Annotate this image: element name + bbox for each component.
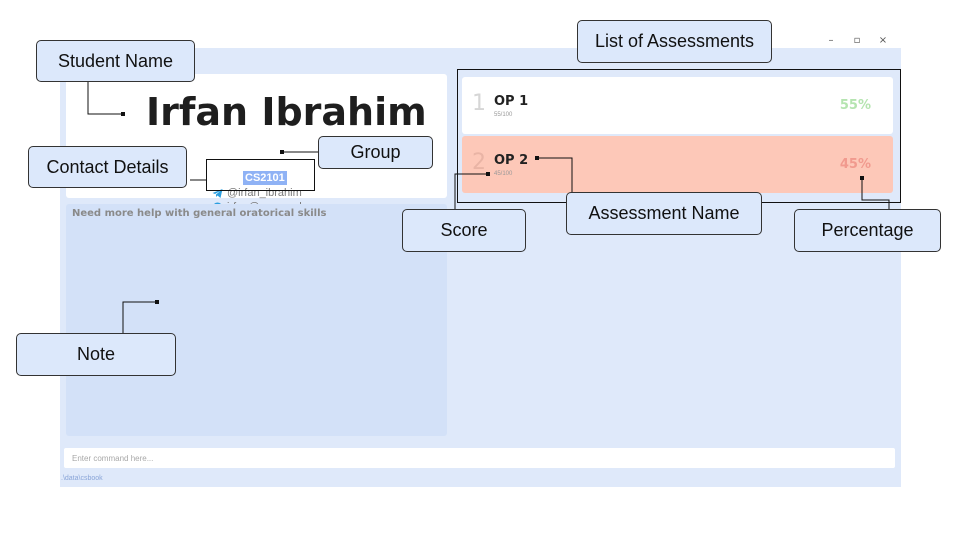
command-box[interactable] [64,448,895,469]
assessment-card[interactable]: 1 OP 1 55/100 55% [462,77,893,134]
assessment-name: OP 1 [494,94,529,109]
app-window: Irfan Ibrahim CS2101 @irfan_ibrahim @ ir… [60,48,901,487]
assessment-score: 55/100 [494,112,513,118]
callout-student-name: Student Name [36,40,195,82]
minimize-button[interactable]: – [828,35,834,46]
maximize-button[interactable]: ▫ [853,35,861,46]
assessment-percentage: 55% [839,98,871,113]
assessment-list-outline [457,69,901,203]
group-tag: CS2101 [243,171,287,185]
callout-list-of-assessments: List of Assessments [577,20,772,63]
callout-assessment-name: Assessment Name [566,192,762,235]
assessment-name: OP 2 [494,153,529,168]
assessment-card[interactable]: 2 OP 2 45/100 45% [462,136,893,193]
assessment-percentage: 45% [839,157,871,172]
assessment-index: 1 [472,91,486,116]
status-bar-path: .\data\csbook [61,475,103,482]
window-controls: – ▫ × [818,34,896,48]
callout-score: Score [402,209,526,252]
assessment-score: 45/100 [494,171,513,177]
callout-contact-details: Contact Details [28,146,187,188]
note-panel: Need more help with general oratorical s… [66,204,447,436]
assessment-index: 2 [472,150,486,175]
command-input[interactable] [64,448,895,469]
note-text: Need more help with general oratorical s… [72,208,327,219]
contact-details-outline [206,159,315,191]
student-name: Irfan Ibrahim [146,90,427,134]
close-button[interactable]: × [878,35,888,46]
callout-note: Note [16,333,176,376]
callout-percentage: Percentage [794,209,941,252]
callout-group: Group [318,136,433,169]
